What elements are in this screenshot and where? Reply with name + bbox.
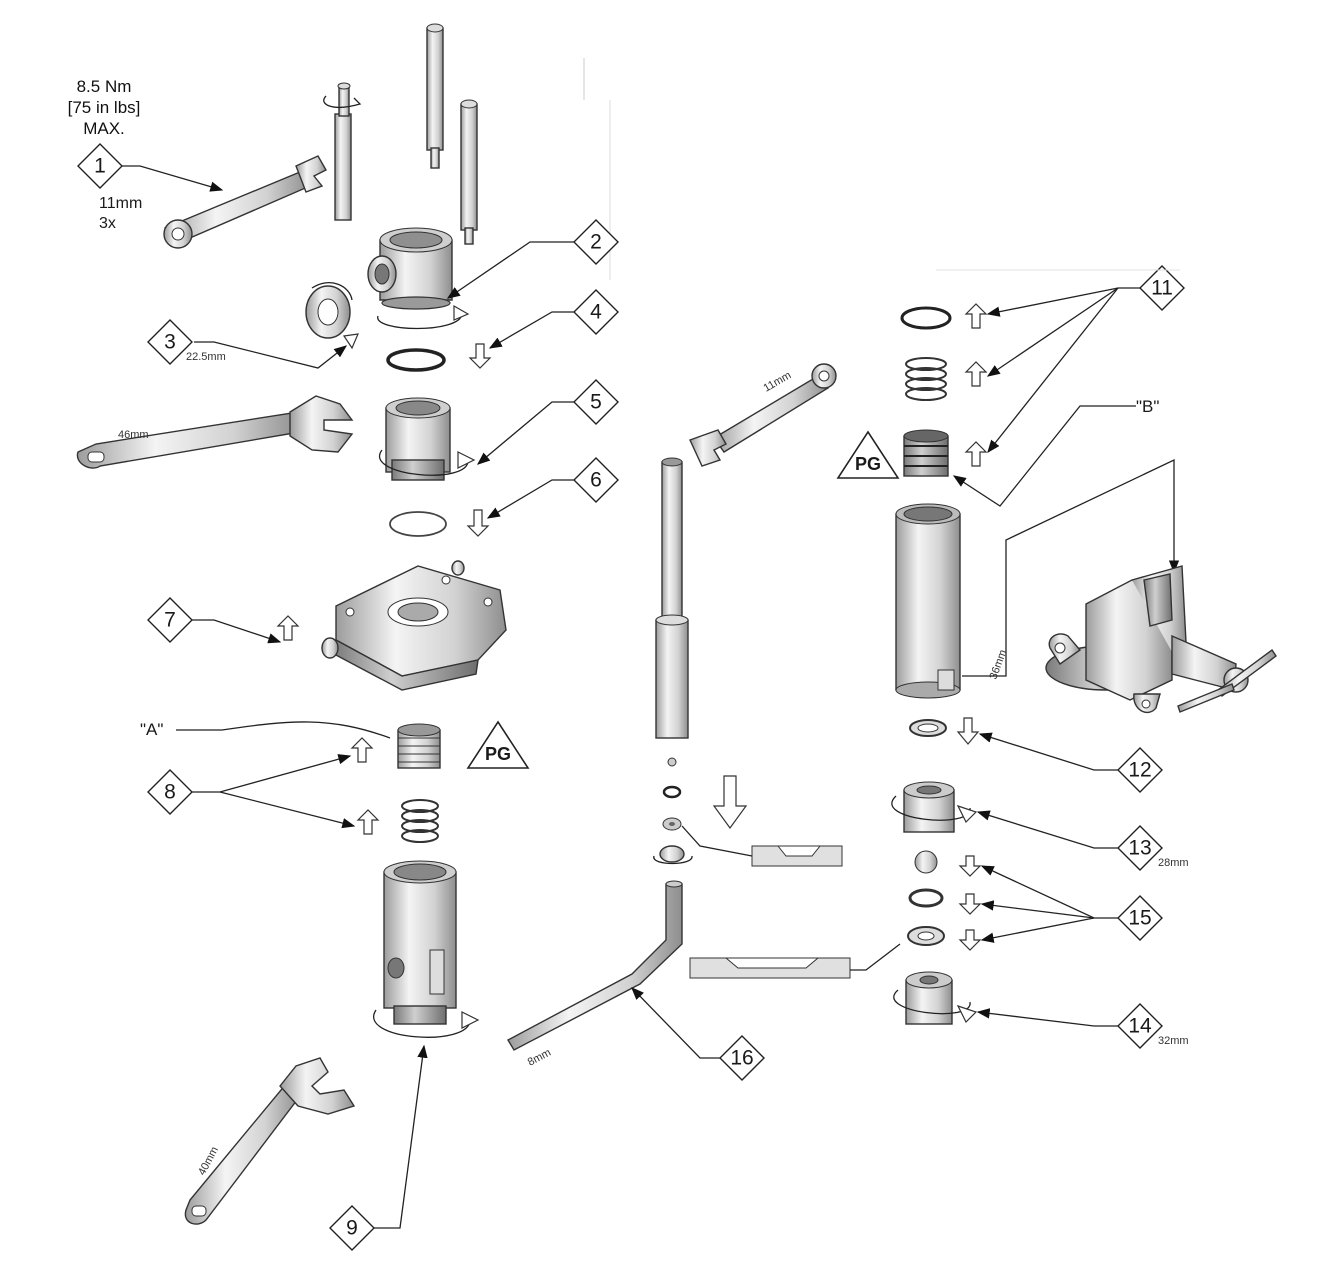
piston-valve-seat xyxy=(903,429,949,477)
marker-b: "B" xyxy=(1136,397,1159,416)
manifold-plate xyxy=(321,560,507,691)
callout-3-number: 3 xyxy=(164,331,176,354)
combination-wrench-center xyxy=(689,363,837,467)
intake-valve-housing xyxy=(383,860,457,1025)
callout-2-number: 2 xyxy=(590,231,602,254)
callout-6 xyxy=(573,457,619,503)
torque-value: 8.5 Nm xyxy=(77,77,132,96)
bench-vise xyxy=(1045,565,1277,713)
piston-ball xyxy=(914,850,938,874)
pump-housing xyxy=(367,227,453,310)
piston-spring xyxy=(905,357,947,401)
callout-9-number: 9 xyxy=(346,1217,358,1240)
callout-11-number: 11 xyxy=(1151,277,1173,300)
size-22-5-label: 22.5mm xyxy=(186,351,226,363)
small-ball xyxy=(667,757,677,767)
pump-cylinder xyxy=(895,503,961,699)
up-arrow-11b xyxy=(964,361,988,387)
callout-2 xyxy=(573,219,619,265)
tie-rod-right xyxy=(460,99,478,245)
wrench-quantity-label: 3x xyxy=(99,215,116,232)
o-ring xyxy=(386,348,446,372)
wrench-46-label: 46mm xyxy=(118,429,149,441)
up-arrow-8a xyxy=(350,737,374,763)
size-28-label: 28mm xyxy=(1158,857,1189,869)
pg-label-right: PG xyxy=(836,430,900,479)
wrench-size-label: 11mm xyxy=(99,195,142,212)
seat-section-small xyxy=(751,845,843,867)
down-arrow-13 xyxy=(956,717,980,745)
callout-15 xyxy=(1117,895,1163,941)
tie-rod-left xyxy=(323,82,362,221)
pg-left-text: PG xyxy=(485,744,511,764)
down-arrow-center xyxy=(712,775,748,830)
callout-7 xyxy=(147,597,193,643)
callout-4-number: 4 xyxy=(590,301,602,324)
callout-13-number: 12 xyxy=(1128,759,1151,782)
down-arrow-4 xyxy=(468,343,492,369)
callout-3 xyxy=(147,319,193,365)
callout-9 xyxy=(329,1205,375,1251)
down-arrow-15a xyxy=(958,855,982,877)
up-arrow-7 xyxy=(276,615,300,641)
down-arrow-15c xyxy=(958,929,982,951)
callout-5-number: 5 xyxy=(590,391,602,414)
callout-12-number: 13 xyxy=(1128,837,1151,860)
washer-upper xyxy=(908,888,944,908)
callout-12 xyxy=(1117,825,1163,871)
small-nut xyxy=(653,845,693,865)
callout-16-number: 16 xyxy=(730,1047,753,1070)
callout-14-number: 14 xyxy=(1128,1015,1152,1038)
retaining-ring xyxy=(389,511,447,537)
callout-14 xyxy=(1117,1003,1163,1049)
packing-nut xyxy=(305,282,359,350)
size-32-label: 32mm xyxy=(1158,1035,1189,1047)
displacement-rod xyxy=(655,457,689,739)
up-arrow-8b xyxy=(356,809,380,835)
callout-5 xyxy=(573,379,619,425)
torque-imperial: [75 in lbs] xyxy=(68,98,141,117)
intake-valve-seat xyxy=(397,723,441,769)
adjustable-wrench-46mm xyxy=(76,395,354,469)
pg-right-text: PG xyxy=(855,454,881,474)
callout-11 xyxy=(1139,265,1185,311)
combination-wrench-11mm xyxy=(163,155,327,249)
callout-13 xyxy=(1117,747,1163,793)
callout-1 xyxy=(77,143,123,189)
adjustable-wrench-40mm xyxy=(184,1057,356,1225)
callout-7-number: 7 xyxy=(164,609,176,632)
up-arrow-11a xyxy=(964,303,988,329)
seat-section-large xyxy=(689,957,851,979)
callout-15-number: 15 xyxy=(1128,907,1151,930)
top-o-ring xyxy=(900,306,952,330)
tie-rod-center xyxy=(426,23,444,169)
wrench-11mm-center-label: 11mm xyxy=(762,369,794,394)
torque-max: MAX. xyxy=(83,119,125,138)
small-o-ring xyxy=(662,785,682,799)
seat-retainer-nut xyxy=(905,971,953,1025)
down-arrow-6 xyxy=(466,509,490,537)
callout-1-number: 1 xyxy=(94,155,106,178)
callout-8-number: 8 xyxy=(164,781,176,804)
hex-key-8mm xyxy=(507,880,683,1051)
marker-a: "A" xyxy=(140,720,163,739)
callout-16 xyxy=(719,1035,765,1081)
pg-label-left: PG xyxy=(466,720,530,769)
intake-spring xyxy=(401,799,439,843)
callout-6-number: 6 xyxy=(590,469,602,492)
callout-8 xyxy=(147,769,193,815)
throat-nut xyxy=(385,397,451,481)
piston-valve-nut xyxy=(903,781,955,833)
callout-4 xyxy=(573,289,619,335)
hex-key-label: 8mm xyxy=(526,1047,553,1069)
down-arrow-15b xyxy=(958,893,982,915)
up-arrow-11c xyxy=(964,441,988,467)
